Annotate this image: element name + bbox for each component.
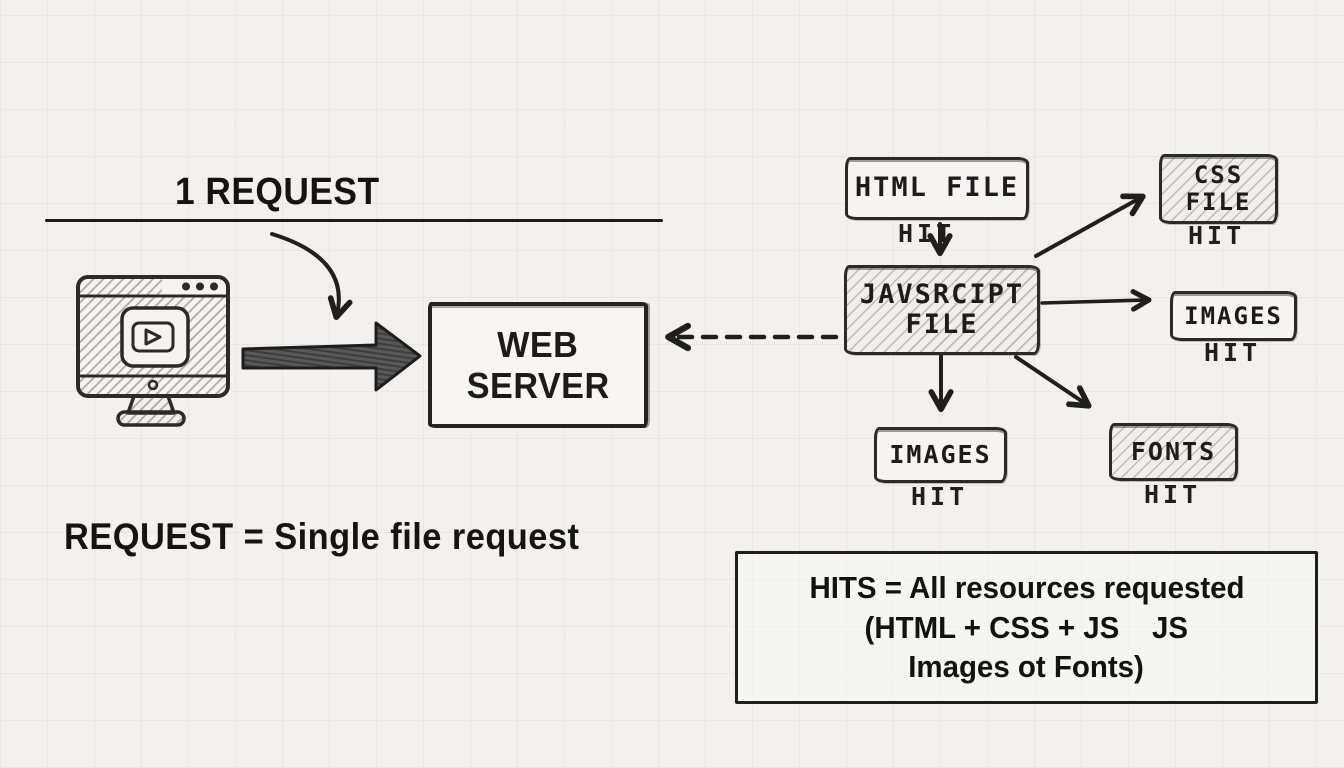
node-label: FILE: [1185, 188, 1252, 216]
node-label: IMAGES: [1184, 301, 1283, 330]
hit-label-html: HIT: [898, 219, 956, 248]
curved-request-arrow: [270, 232, 353, 320]
hit-label-css: HIT: [1188, 221, 1246, 250]
hits-definition-line2: (HTML + CSS + JS JS: [864, 609, 1189, 645]
hits-definition-line3: Images ot Fonts): [908, 649, 1145, 685]
hit-label-images-right: HIT: [1204, 338, 1262, 367]
web-server-label-line2: SERVER: [466, 365, 610, 406]
node-label: FONTS: [1130, 437, 1217, 466]
web-server-label-line1: WEB: [497, 323, 579, 365]
js-to-css-arrow: [1034, 193, 1146, 258]
node-label: IMAGES: [889, 440, 992, 469]
node-css-file: CSS FILE: [1159, 154, 1278, 224]
hits-definition-line1: HITS = All resources requested: [808, 569, 1245, 605]
node-label: CSS: [1193, 161, 1244, 190]
browser-monitor-icon: [68, 260, 240, 432]
hit-label-fonts: HIT: [1144, 480, 1202, 509]
node-images-right: IMAGES: [1170, 291, 1297, 341]
node-html-file: HTML FILE: [845, 157, 1029, 220]
node-label: HTML FILE: [854, 172, 1020, 204]
hit-label-images-bottom: HIT: [911, 482, 969, 511]
heading-underline: [45, 219, 663, 222]
node-label: FILE: [905, 309, 979, 340]
request-definition-text: REQUEST = Single file request: [64, 516, 580, 557]
play-icon: [131, 321, 175, 353]
node-fonts: FONTS: [1109, 423, 1238, 481]
node-javascript-file: JAVSRCIPT FILE: [844, 265, 1040, 355]
js-to-images-right-arrow: [1040, 289, 1152, 312]
hits-definition-box: HITS = All resources requested (HTML + C…: [735, 551, 1318, 704]
request-thick-arrow: [241, 321, 422, 392]
page-title: 1 REQUEST: [175, 171, 380, 213]
node-label: JAVSRCIPT: [859, 278, 1025, 310]
node-web-server: WEB SERVER: [428, 302, 648, 428]
js-to-fonts-arrow: [1014, 355, 1092, 409]
node-images-bottom: IMAGES: [874, 427, 1007, 483]
